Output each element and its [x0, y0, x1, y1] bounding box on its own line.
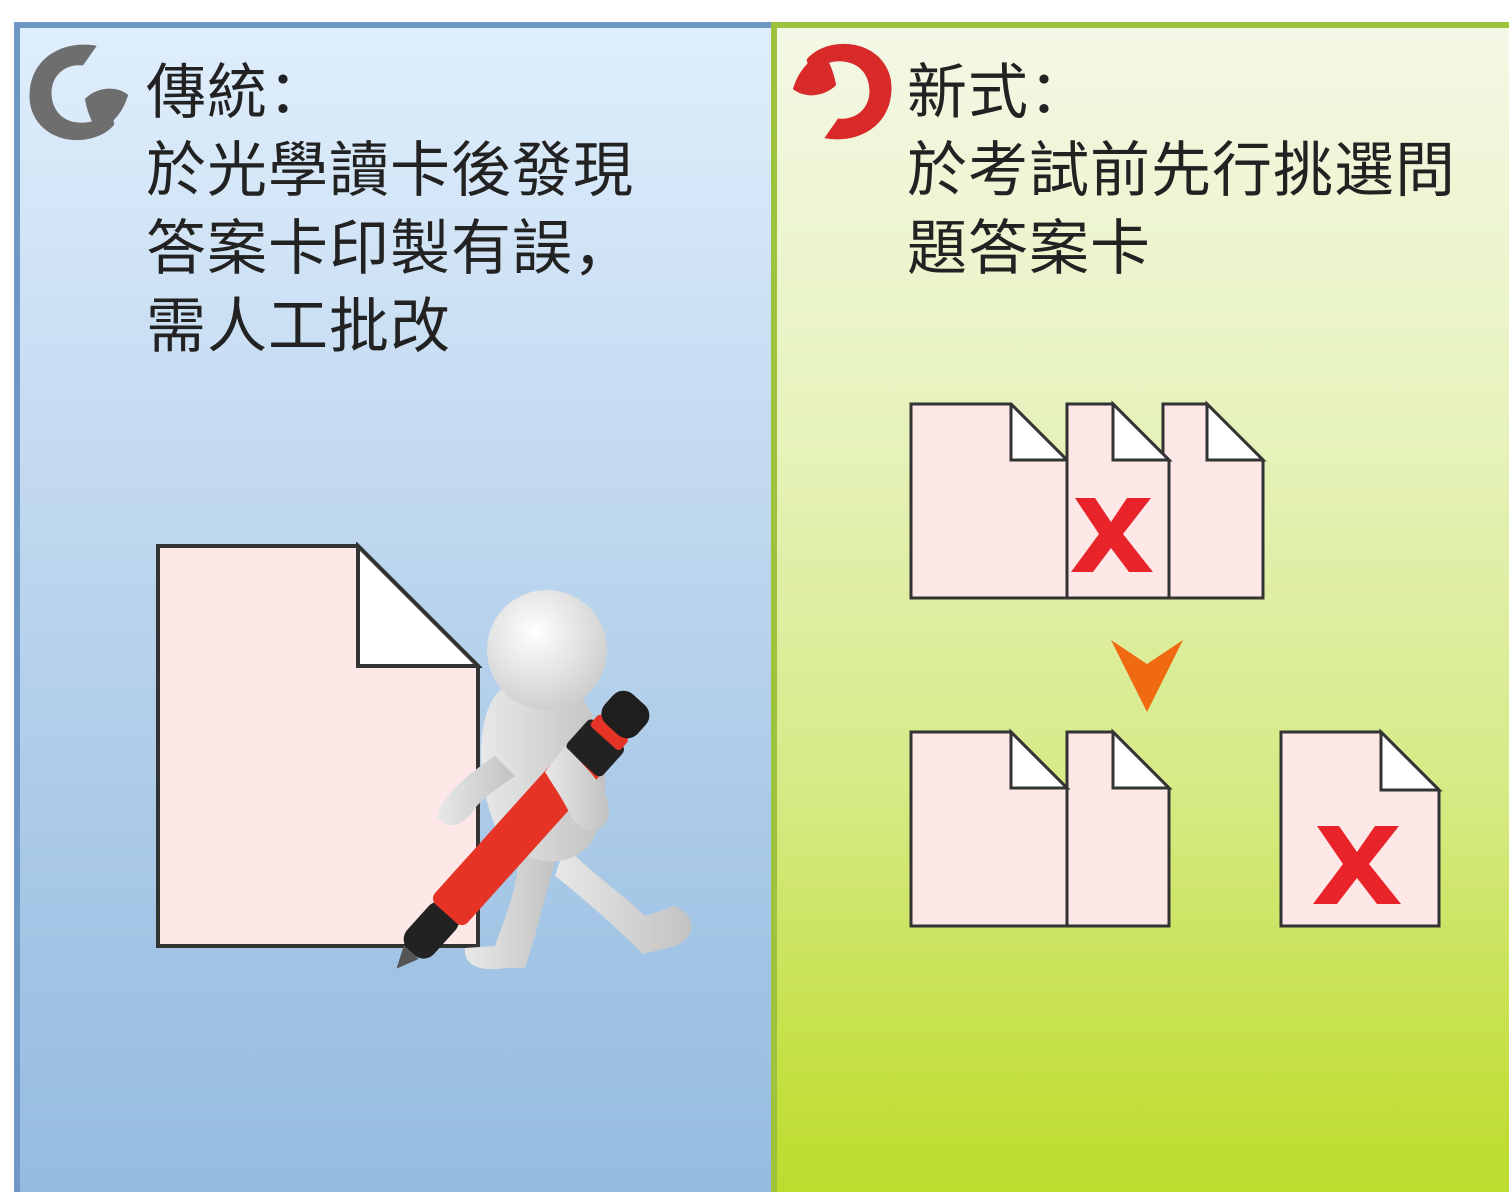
figure-with-pen-illustration	[396, 590, 692, 970]
new-method-line-2: 題答案卡	[907, 214, 1151, 284]
new-method-title: 新式：	[907, 58, 1090, 128]
thumbs-up-icon	[792, 43, 892, 140]
answer-sheet-stack	[909, 400, 1267, 600]
traditional-line-3: 需人工批改	[146, 292, 451, 362]
thumbs-down-icon	[29, 44, 129, 141]
new-method-text: 新式： 於考試前先行挑選問 題答案卡	[907, 54, 1456, 288]
error-x-mark	[1313, 826, 1401, 904]
down-arrow-icon	[1111, 640, 1183, 712]
traditional-text: 傳統： 於光學讀卡後發現 答案卡印製有誤， 需人工批改	[146, 54, 634, 366]
traditional-panel: 傳統： 於光學讀卡後發現 答案卡印製有誤， 需人工批改	[14, 22, 774, 1192]
rejected-sheet	[1279, 728, 1443, 928]
traditional-line-1: 於光學讀卡後發現	[146, 136, 634, 206]
new-method-line-1: 於考試前先行挑選問	[907, 136, 1456, 206]
traditional-line-2: 答案卡印製有誤，	[146, 214, 634, 284]
correct-sheets	[909, 728, 1173, 928]
new-method-panel: 新式： 於考試前先行挑選問 題答案卡	[771, 22, 1509, 1192]
traditional-title: 傳統：	[146, 58, 329, 128]
answer-sheet-document	[156, 542, 483, 948]
error-x-mark	[1071, 498, 1153, 572]
